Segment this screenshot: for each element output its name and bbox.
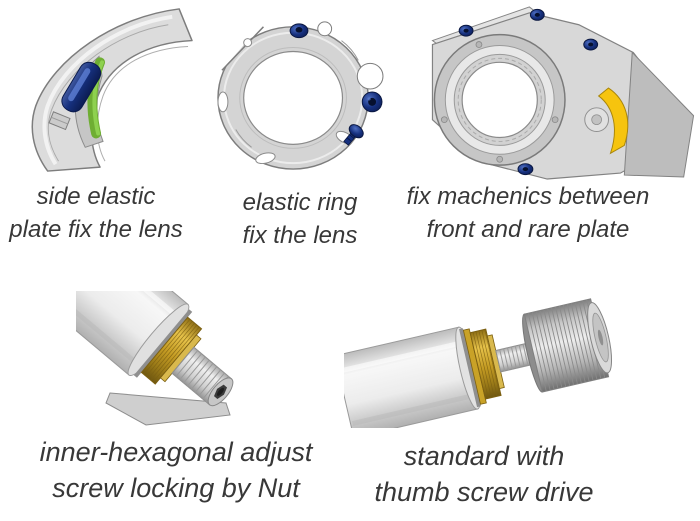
elastic-ring-body bbox=[212, 16, 384, 170]
brass-knurled-nut bbox=[462, 328, 505, 405]
caption-hex-adjust-screw: inner-hexagonal adjust screw locking by … bbox=[14, 434, 338, 506]
caption-text: front and rare plate bbox=[426, 216, 630, 243]
blue-screw-face bbox=[361, 91, 383, 113]
caption-text: elastic ring bbox=[242, 189, 358, 216]
thumb-screw-illustration bbox=[344, 296, 624, 428]
silver-disc bbox=[584, 107, 609, 133]
caption-text: fix the lens bbox=[242, 222, 358, 249]
caption-elastic-ring: elastic ring fix the lens bbox=[206, 186, 394, 252]
caption-side-elastic-plate: side elastic plate fix the lens bbox=[0, 180, 192, 246]
caption-text: inner-hexagonal adjust bbox=[39, 437, 313, 467]
hex-adjust-screw-illustration bbox=[76, 291, 260, 433]
side-plate bbox=[623, 51, 695, 178]
lens-barrel bbox=[76, 291, 193, 378]
caption-text: standard with bbox=[403, 441, 565, 471]
caption-text: screw locking by Nut bbox=[52, 473, 300, 503]
curved-plate-segment bbox=[31, 8, 193, 172]
blue-screws bbox=[458, 8, 599, 176]
metal-clip bbox=[48, 111, 71, 131]
lens-barrel bbox=[344, 326, 481, 428]
elastic-ring-illustration bbox=[206, 11, 394, 174]
hex-socket bbox=[214, 384, 228, 399]
yellow-elastic-plate bbox=[597, 87, 629, 155]
plate-assembly-illustration bbox=[430, 1, 698, 181]
lens-bore bbox=[433, 33, 566, 166]
caption-front-rear-plate-fix: fix machenics between front and rare pla… bbox=[382, 180, 674, 246]
knurled-thumb-knob bbox=[522, 298, 613, 393]
blue-screw-side bbox=[343, 124, 364, 146]
blue-pin bbox=[61, 61, 102, 113]
caption-text: side elastic bbox=[36, 183, 156, 210]
caption-text: fix machenics between bbox=[406, 183, 650, 210]
caption-text: plate fix the lens bbox=[9, 216, 183, 243]
blue-screw-top bbox=[289, 23, 309, 39]
caption-thumb-screw: standard with thumb screw drive bbox=[338, 438, 630, 510]
side-elastic-plate-illustration bbox=[5, 3, 205, 176]
threaded-shaft bbox=[495, 341, 537, 373]
caption-text: thumb screw drive bbox=[374, 477, 594, 507]
